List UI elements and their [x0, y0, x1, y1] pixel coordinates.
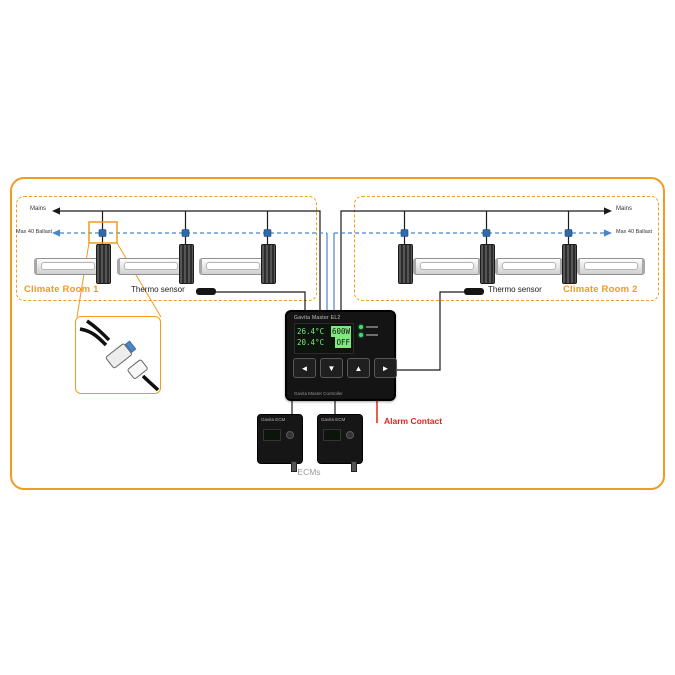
- lamp-ballast: [398, 244, 413, 284]
- lamp-ballast: [179, 244, 194, 284]
- thermo-sensor-label-room2: Thermo sensor: [488, 285, 542, 294]
- lamp-ballast: [480, 244, 495, 284]
- mains-label-room2: Mains: [616, 206, 633, 212]
- ecms-group-label: ECMs: [297, 467, 321, 477]
- controller-leds: [359, 325, 378, 341]
- lcd-power-value: 600W: [330, 326, 351, 337]
- thermo-sensor-icon: [196, 288, 216, 295]
- max-ballast-label-room2: Max 40 Ballast: [616, 229, 653, 235]
- controller-footer-text: Gavita Master Controller: [294, 391, 343, 396]
- led-indicator: [359, 325, 363, 329]
- led-indicator: [359, 333, 363, 337]
- ecm-button-icon: [346, 431, 354, 439]
- enter-button-icon: ►: [374, 358, 397, 378]
- connector-highlight-box: [88, 221, 118, 244]
- back-button-icon: ◄: [293, 358, 316, 378]
- ecm-module-1: Gavita ECM: [257, 414, 303, 472]
- led-label-bar: [366, 334, 378, 336]
- bus-connectors: [98, 229, 573, 237]
- bus-arrowheads: [52, 229, 612, 237]
- up-button-icon: ▲: [347, 358, 370, 378]
- alarm-contact-label: Alarm Contact: [384, 416, 443, 426]
- lamp-ballast: [261, 244, 276, 284]
- lamp-reflector: [577, 258, 645, 275]
- lcd-status-value: OFF: [335, 337, 351, 348]
- ecm-display: [323, 429, 341, 441]
- controller-buttons: ◄ ▼ ▲ ►: [293, 358, 401, 378]
- ecm-button-icon: [286, 431, 294, 439]
- lamp-ballast: [562, 244, 577, 284]
- ecm-module-2: Gavita ECM: [317, 414, 363, 472]
- max-ballast-label-room1: Max 40 Ballast: [16, 229, 53, 235]
- ecm-connector-tail: [351, 461, 357, 472]
- ecm-brand-text: Gavita ECM: [321, 417, 346, 422]
- controller-lcd: 26.4°C 600W 20.4°C OFF: [294, 323, 354, 354]
- climate-room-2-label: Climate Room 2: [563, 284, 638, 295]
- master-controller: Gavita Master EL2 26.4°C 600W 20.4°C OFF…: [285, 310, 397, 401]
- thermo-wire-room1: [216, 291, 306, 310]
- mains-label-room1: Mains: [30, 206, 47, 212]
- connector-detail-drawing: [79, 319, 160, 392]
- ecm-display: [263, 429, 281, 441]
- thermo-sensor-icon: [464, 288, 484, 295]
- thermo-sensor-label-room1: Thermo sensor: [131, 285, 185, 294]
- climate-room-1-label: Climate Room 1: [24, 284, 99, 295]
- mains-arrowheads: [52, 207, 612, 215]
- climate-room-2-box: [354, 196, 659, 301]
- lamp-reflector: [413, 258, 481, 275]
- mains-line-room2: [340, 210, 604, 310]
- lamp-reflector: [199, 258, 267, 275]
- ecm-connector-tail: [291, 461, 297, 472]
- connector-detail-inset: [75, 316, 161, 394]
- diagram-frame: [10, 177, 665, 490]
- lamp-reflector: [34, 258, 102, 275]
- lamp-reflector: [117, 258, 185, 275]
- ecm-brand-text: Gavita ECM: [261, 417, 286, 422]
- thermo-wire-room2: [392, 291, 464, 371]
- lcd-temp-2: 20.4°C: [297, 338, 325, 347]
- climate-room-1-box: [16, 196, 317, 301]
- magnifier-lines: [76, 242, 162, 318]
- led-label-bar: [366, 326, 378, 328]
- lamp-ballast: [96, 244, 111, 284]
- lamp-reflector: [495, 258, 563, 275]
- black-wires: [60, 210, 604, 415]
- lcd-temp-1: 26.4°C: [297, 327, 325, 336]
- down-button-icon: ▼: [320, 358, 343, 378]
- mains-line-room1: [60, 210, 321, 310]
- controller-brand-text: Gavita Master EL2: [294, 315, 341, 321]
